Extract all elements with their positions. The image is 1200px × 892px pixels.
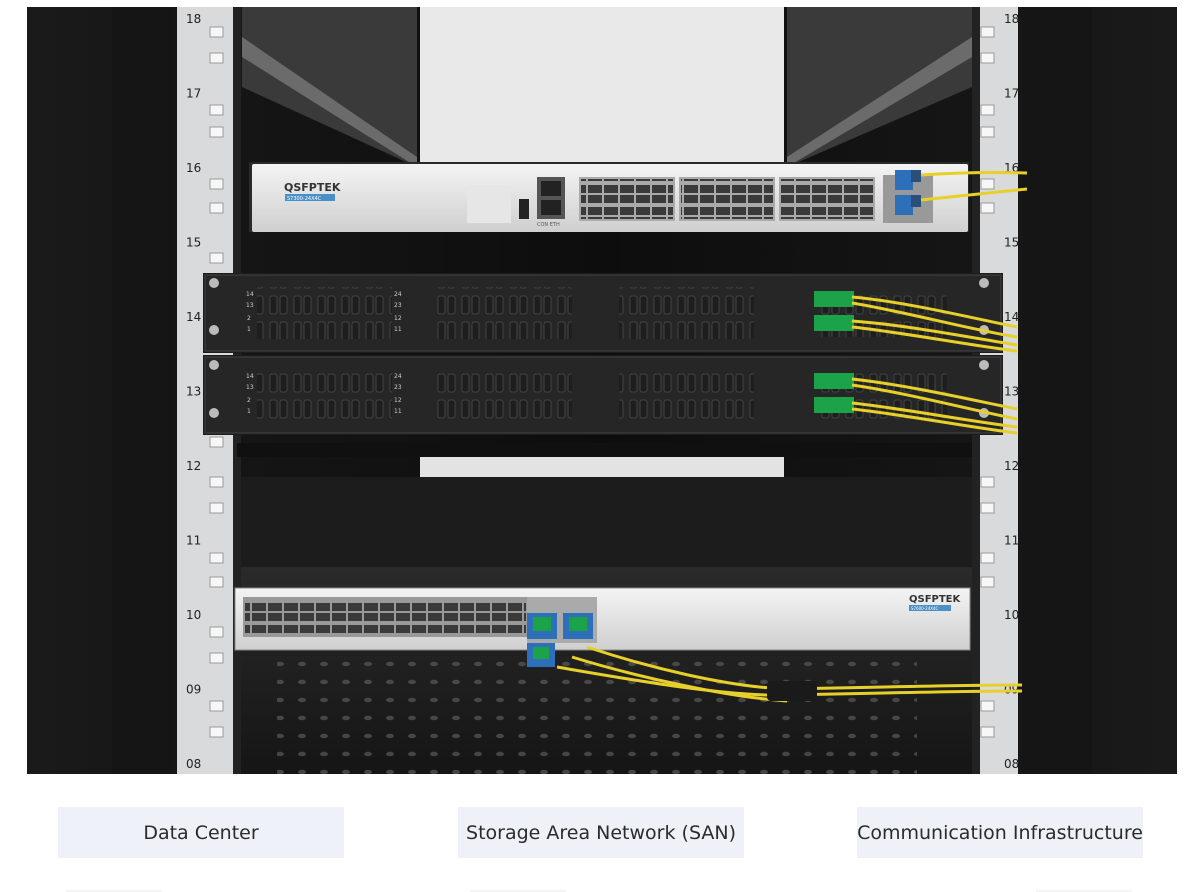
svg-text:1: 1: [247, 326, 251, 333]
rack-unit-number: 15: [186, 236, 201, 250]
svg-text:24: 24: [394, 373, 402, 380]
tag-communication-infrastructure: Communication Infrastructure: [857, 807, 1143, 858]
rack-unit-number: 18: [186, 12, 201, 26]
svg-text:2: 2: [247, 397, 251, 404]
rack-unit-number: 12: [1004, 459, 1019, 473]
patch-panel-upper: 14 13 2 1 24 23 12 11: [203, 273, 1003, 353]
rack-unit-number: 13: [186, 385, 201, 399]
tag-storage-area-network: Storage Area Network (SAN): [458, 807, 744, 858]
rack-unit-number: 16: [186, 161, 201, 175]
tag-data-center: Data Center: [58, 807, 344, 858]
svg-text:24: 24: [394, 291, 402, 298]
svg-text:2: 2: [247, 315, 251, 322]
rack-unit-number: 08: [186, 757, 201, 771]
top-switch: QSFPTEK S7300-24X4C CON ETH: [249, 162, 969, 232]
rack-unit-number: 13: [1004, 385, 1019, 399]
rack-unit-number: 10: [1004, 608, 1019, 622]
decorative-line: [1036, 890, 1132, 892]
tag-label: Data Center: [143, 821, 259, 844]
bottom-switch-brand: QSFPTEK: [909, 594, 962, 605]
rack-unit-number: 09: [186, 683, 201, 697]
rack-unit-number: 17: [186, 87, 201, 101]
bottom-switch-fibers: [556, 645, 1023, 703]
bottom-switch-model: S7600-24X4C: [911, 606, 939, 611]
patch-panel-fibers: [851, 295, 1018, 435]
svg-text:23: 23: [394, 302, 402, 309]
svg-text:11: 11: [394, 326, 402, 333]
rack-unit-number: 10: [186, 608, 201, 622]
svg-text:12: 12: [394, 397, 402, 404]
rack-unit-number: 14: [186, 310, 201, 324]
svg-text:13: 13: [246, 302, 254, 309]
tag-label: Communication Infrastructure: [857, 821, 1143, 844]
svg-text:14: 14: [246, 291, 254, 298]
svg-text:23: 23: [394, 384, 402, 391]
rack-unit-number: 11: [186, 534, 201, 548]
rack-unit-number: 08: [1004, 757, 1019, 771]
top-switch-port-label: CON ETH: [537, 222, 560, 228]
rack-unit-number: 17: [1004, 87, 1019, 101]
top-switch-brand: QSFPTEK: [284, 181, 341, 194]
rack-unit-number: 14: [1004, 310, 1019, 324]
decorative-line: [66, 890, 162, 892]
svg-text:12: 12: [394, 315, 402, 322]
svg-text:13: 13: [246, 384, 254, 391]
svg-text:1: 1: [247, 408, 251, 415]
top-switch-fibers: [895, 170, 1028, 215]
svg-text:14: 14: [246, 373, 254, 380]
patch-panel-lower: 14 13 2 1 24 23 12 11: [203, 355, 1003, 435]
rack-unit-number: 11: [1004, 534, 1019, 548]
rack-units-left: 18 17 16 15 14 13 12 11 10 09 08: [186, 12, 201, 771]
rack-unit-number: 12: [186, 459, 201, 473]
tag-label: Storage Area Network (SAN): [466, 821, 736, 844]
rack-unit-number: 15: [1004, 236, 1019, 250]
svg-text:11: 11: [394, 408, 402, 415]
rack-unit-number: 18: [1004, 12, 1019, 26]
decorative-line: [470, 890, 566, 892]
top-switch-model: S7300-24X4C: [287, 196, 322, 202]
bottom-switch: QSFPTEK S7600-24X4C: [234, 587, 971, 667]
